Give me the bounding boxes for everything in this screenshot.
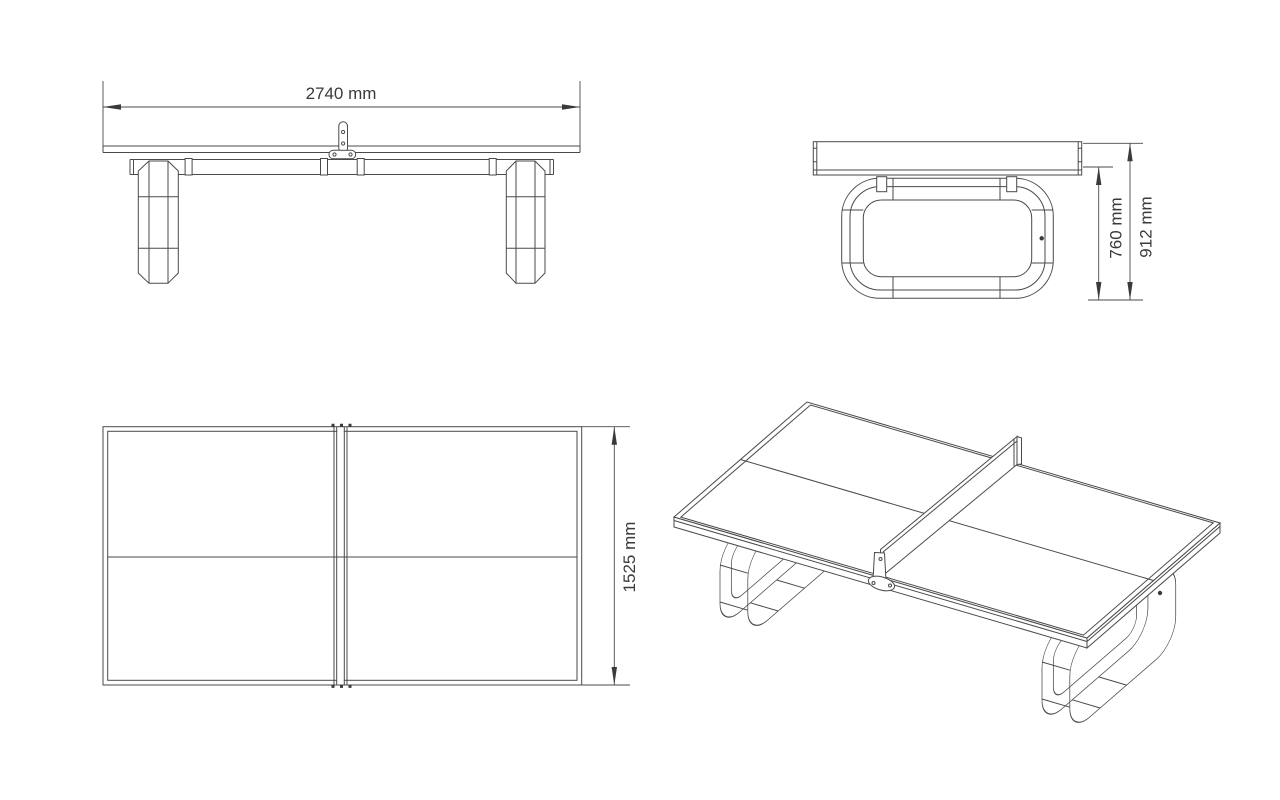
table-top-side — [812, 141, 1083, 176]
isometric-view — [672, 401, 1222, 723]
net-bracket-front — [328, 121, 357, 160]
hinge-marks — [331, 423, 352, 688]
joint-strip-mask — [337, 427, 344, 684]
leg-tab — [876, 176, 888, 193]
rail-tab — [488, 158, 497, 176]
dimension-label-depth: 1525 mm — [620, 522, 639, 593]
arrowhead-right — [562, 104, 580, 110]
iso-table-top — [672, 401, 1222, 650]
iso-net-bracket — [867, 551, 896, 592]
loop-leg-side — [841, 177, 1054, 299]
tube-joint-ticks — [1041, 661, 1127, 709]
tube-joint-ticks — [841, 178, 1054, 299]
left-leg-front — [137, 160, 179, 284]
net-end-post — [1016, 435, 1022, 466]
extension-line — [102, 81, 581, 146]
bolt-dot — [1157, 590, 1163, 596]
bolt-dot — [1039, 236, 1044, 241]
right-leg-front — [505, 160, 546, 284]
extension-line — [1083, 142, 1143, 301]
arrowhead-left — [103, 104, 121, 110]
joint-strip — [333, 426, 348, 685]
surface-border — [679, 404, 1215, 636]
front-elevation-view: 2740 mm — [102, 81, 581, 284]
rail-tab — [356, 158, 365, 176]
dimension-label-width: 2740 mm — [306, 84, 377, 103]
leg-tab — [1006, 176, 1018, 193]
end-elevation-view: 760 mm 912 mm — [812, 141, 1156, 301]
tube-joint-ticks — [719, 564, 805, 612]
dimension-label-overall-height: 912 mm — [1137, 196, 1156, 257]
rail-tab — [184, 158, 193, 176]
extension-line — [581, 426, 630, 686]
rail-tab — [320, 158, 328, 176]
frame-rail — [129, 159, 554, 175]
plan-view: 1525 mm — [102, 423, 639, 688]
dimension-label-frame-height: 760 mm — [1107, 197, 1126, 258]
